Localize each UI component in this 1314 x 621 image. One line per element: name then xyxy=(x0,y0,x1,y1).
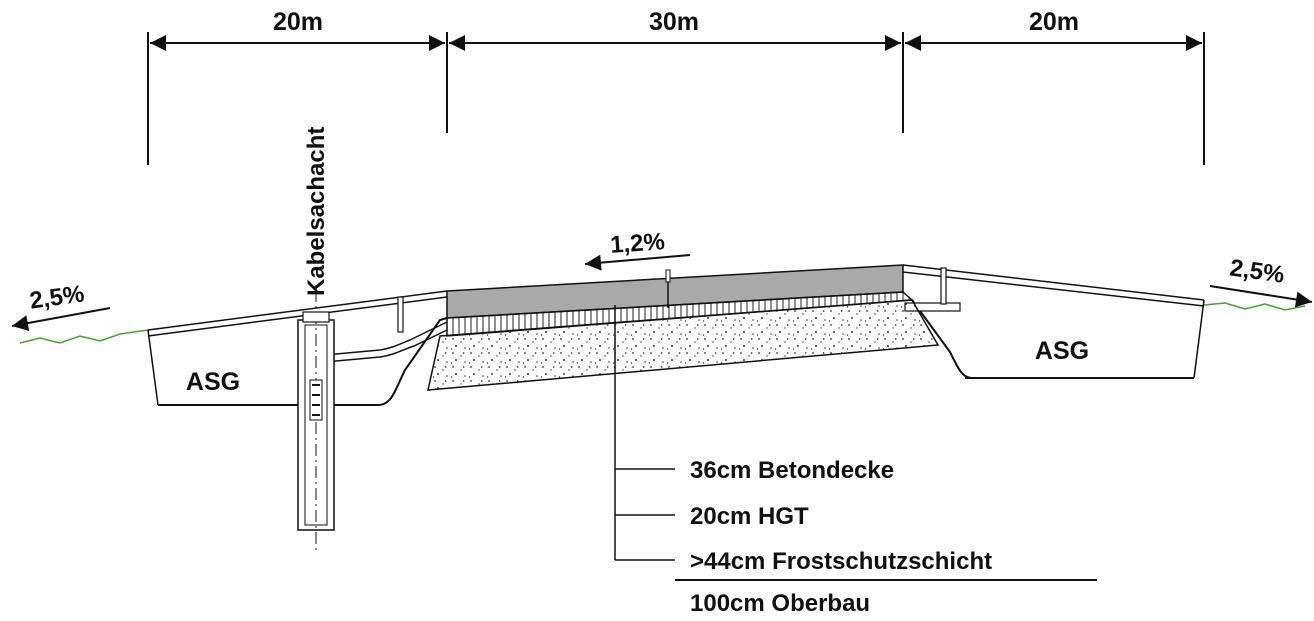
slope-arrow-right xyxy=(1209,285,1313,308)
grass-left xyxy=(19,329,149,344)
layer-label-concrete: 36cm Betondecke xyxy=(690,457,894,484)
total-label: 100cm Oberbau xyxy=(690,590,870,617)
cable-shaft: Kabelsachacht xyxy=(297,127,335,550)
layer-label-hgt: 20cm HGT xyxy=(690,503,809,530)
asg-label-left: ASG xyxy=(186,368,240,396)
edge-light-right xyxy=(940,267,947,305)
left-shoulder xyxy=(147,290,448,406)
slope-label-left: 2,5% xyxy=(28,280,86,314)
embankment-left xyxy=(377,317,448,406)
dim-label-middle: 30m xyxy=(649,8,699,36)
slope-indicators: 2,5% 1,2% 2,5% xyxy=(11,228,1313,331)
dimension-lines: 20m 30m 20m xyxy=(147,8,1205,165)
slope-arrow-runway xyxy=(584,254,691,271)
grass-right xyxy=(1203,302,1306,311)
dim-label-left: 20m xyxy=(273,8,323,36)
slope-arrow-left xyxy=(11,307,111,331)
asg-label-right: ASG xyxy=(1035,337,1089,365)
runway-pavement xyxy=(427,264,940,391)
layer-label-frost: >44cm Frostschutzschicht xyxy=(690,548,992,575)
dim-label-right: 20m xyxy=(1029,8,1079,36)
embankment-right xyxy=(911,299,973,379)
slope-label-right: 2,5% xyxy=(1228,254,1286,288)
cable-shaft-label: Kabelsachacht xyxy=(303,127,330,296)
right-shoulder xyxy=(902,264,1205,379)
slope-label-runway: 1,2% xyxy=(609,228,665,259)
edge-light-left xyxy=(397,296,404,333)
ground-surface xyxy=(19,302,1306,344)
layer-leaders xyxy=(614,305,1097,581)
frost-protection-layer xyxy=(427,299,940,391)
